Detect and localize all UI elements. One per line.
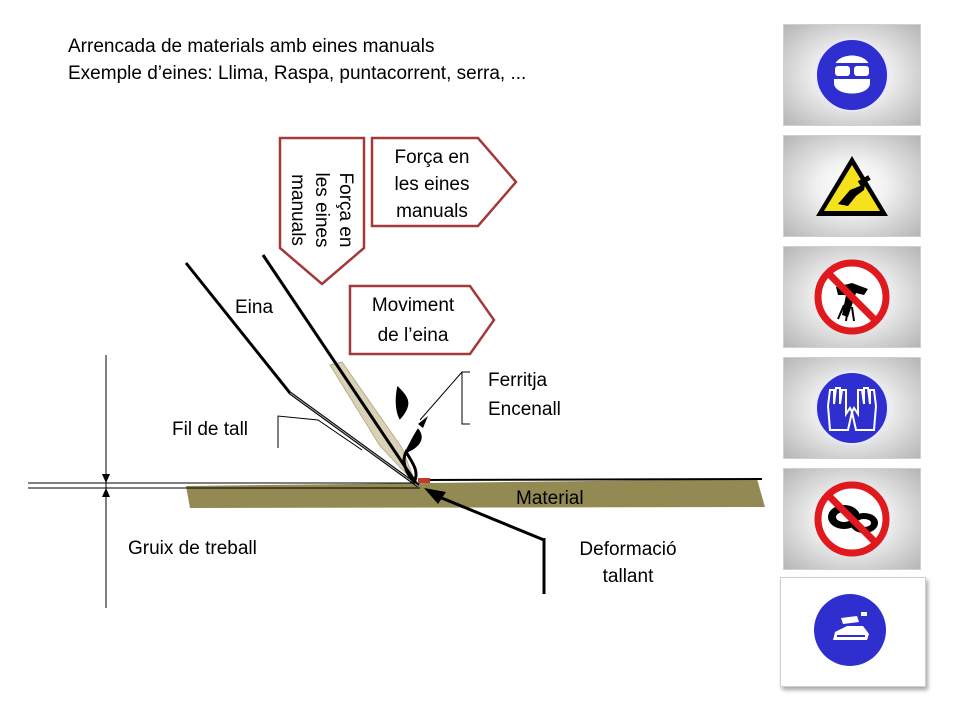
tool-front-line: [261, 254, 420, 487]
deformacio-arrow: [424, 488, 446, 504]
sign-no-loose-clothing: [783, 246, 921, 348]
label-material: Material: [516, 488, 584, 509]
label-deformacio-2: tallant: [603, 566, 654, 587]
chip-2: [403, 428, 422, 454]
deformacio-leader: [431, 492, 545, 542]
force-vertical-line-3: manuals: [287, 174, 308, 246]
ferritja-arrow: [418, 416, 428, 428]
force-vertical-line-2: les eines: [311, 173, 332, 248]
no-loose-clothing-icon: [814, 259, 890, 335]
gloves-mandatory-icon: [815, 371, 889, 445]
label-encenall: Encenall: [488, 399, 561, 420]
force-horizontal-line-2: les eines: [395, 174, 470, 195]
cutting-point-marker: [418, 478, 430, 483]
movement-line-2: de l’eina: [378, 325, 449, 346]
face-protection-icon: [815, 38, 889, 112]
movement-line-1: Moviment: [372, 295, 455, 316]
force-vertical-line-1: Força en: [335, 173, 356, 248]
thickness-arrow-top: [102, 474, 110, 483]
sign-face-protection: [783, 24, 921, 126]
sign-protective-footwear: [780, 577, 926, 687]
label-ferritja: Ferritja: [488, 370, 548, 391]
sign-warning-hand: [783, 135, 921, 237]
label-gruix-de-treball: Gruix de treball: [128, 538, 257, 559]
label-fil-de-tall: Fil de tall: [172, 419, 248, 440]
label-eina: Eina: [235, 297, 273, 318]
title-line-2: Exemple d’eines: Llima, Raspa, puntacorr…: [68, 63, 527, 84]
sign-no-rings: [783, 468, 921, 570]
thickness-arrow-bottom: [102, 488, 110, 497]
ferritja-leader: [419, 371, 463, 421]
no-rings-icon: [814, 481, 890, 557]
sign-gloves-mandatory: [783, 357, 921, 459]
fil-de-tall-leader: [277, 415, 363, 451]
cutting-edge-line: [289, 392, 419, 487]
force-horizontal-line-3: manuals: [396, 201, 468, 222]
movement-callout: [348, 284, 496, 356]
force-horizontal-line-1: Força en: [395, 147, 470, 168]
ferritja-bracket: [461, 371, 470, 425]
protective-footwear-icon: [814, 594, 886, 666]
label-deformacio-1: Deformació: [579, 539, 676, 560]
chip-1: [395, 385, 409, 420]
force-callout-vertical: [278, 136, 366, 286]
chip-forming: [402, 448, 418, 485]
warning-hand-icon: [816, 156, 888, 216]
material-block: [186, 479, 765, 508]
force-callout-horizontal: [370, 136, 518, 228]
cutting-diagram: Força en les eines manuals Força en les …: [28, 136, 765, 608]
title-line-1: Arrencada de materials amb eines manuals: [68, 36, 435, 57]
material-surface-line: [419, 478, 763, 481]
